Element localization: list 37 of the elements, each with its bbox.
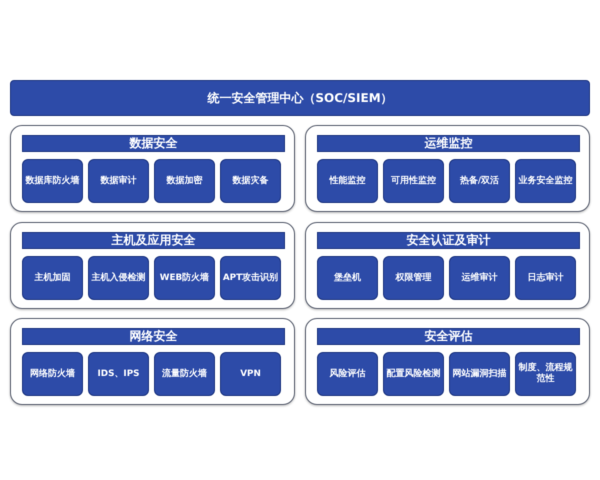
module-box: 数据加密 — [154, 159, 215, 203]
module-box: 运维审计 — [449, 256, 510, 300]
module-box: 数据审计 — [88, 159, 149, 203]
module-box: VPN — [220, 352, 281, 396]
module-box: 流量防火墙 — [154, 352, 215, 396]
module-box: 主机入侵检测 — [88, 256, 149, 300]
group-panel — [10, 222, 295, 309]
module-box: 热备/双活 — [449, 159, 510, 203]
group-panel — [305, 222, 590, 309]
header-bar: 安全认证及审计 — [317, 232, 580, 249]
module-box: 权限管理 — [383, 256, 444, 300]
module-box: IDS、IPS — [88, 352, 149, 396]
module-box: APT攻击识别 — [220, 256, 281, 300]
group-panel — [305, 125, 590, 212]
module-box: 制度、流程规范性 — [515, 352, 576, 396]
module-box: 可用性监控 — [383, 159, 444, 203]
header-bar: 主机及应用安全 — [22, 232, 285, 249]
module-box: 风险评估 — [317, 352, 378, 396]
module-box: 数据灾备 — [220, 159, 281, 203]
group-panel — [10, 318, 295, 405]
module-box: 配置风险检测 — [383, 352, 444, 396]
header-bar: 数据安全 — [22, 135, 285, 152]
title-bar: 统一安全管理中心（SOC/SIEM） — [10, 80, 590, 116]
header-bar: 安全评估 — [317, 328, 580, 345]
header-bar: 运维监控 — [317, 135, 580, 152]
module-box: 网络防火墙 — [22, 352, 83, 396]
module-box: WEB防火墙 — [154, 256, 215, 300]
module-box: 堡垒机 — [317, 256, 378, 300]
module-box: 性能监控 — [317, 159, 378, 203]
header-bar: 网络安全 — [22, 328, 285, 345]
module-box: 网站漏洞扫描 — [449, 352, 510, 396]
module-box: 数据库防火墙 — [22, 159, 83, 203]
module-box: 日志审计 — [515, 256, 576, 300]
module-box: 主机加固 — [22, 256, 83, 300]
module-box: 业务安全监控 — [515, 159, 576, 203]
group-panel — [305, 318, 590, 405]
group-panel — [10, 125, 295, 212]
